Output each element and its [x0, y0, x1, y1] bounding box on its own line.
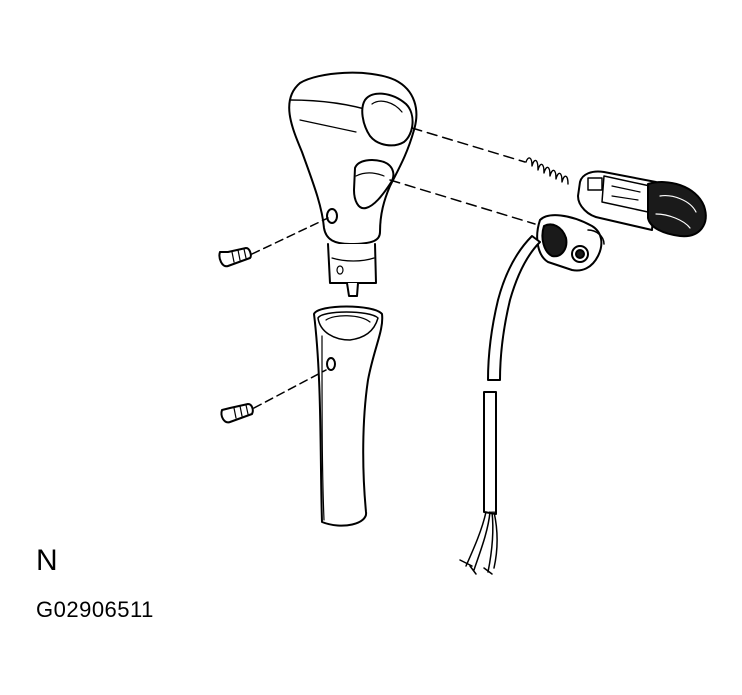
knob-lower-cover: [314, 307, 382, 526]
upper-screw: [219, 218, 328, 266]
wire-harness: [460, 236, 540, 574]
lower-screw: [221, 370, 326, 422]
view-letter: N: [36, 544, 58, 577]
button-assembly: [578, 171, 706, 236]
switch-connector: [537, 215, 604, 270]
shift-knob: [289, 73, 416, 296]
figure-code: G02906511: [36, 597, 154, 622]
spring: [526, 158, 568, 184]
